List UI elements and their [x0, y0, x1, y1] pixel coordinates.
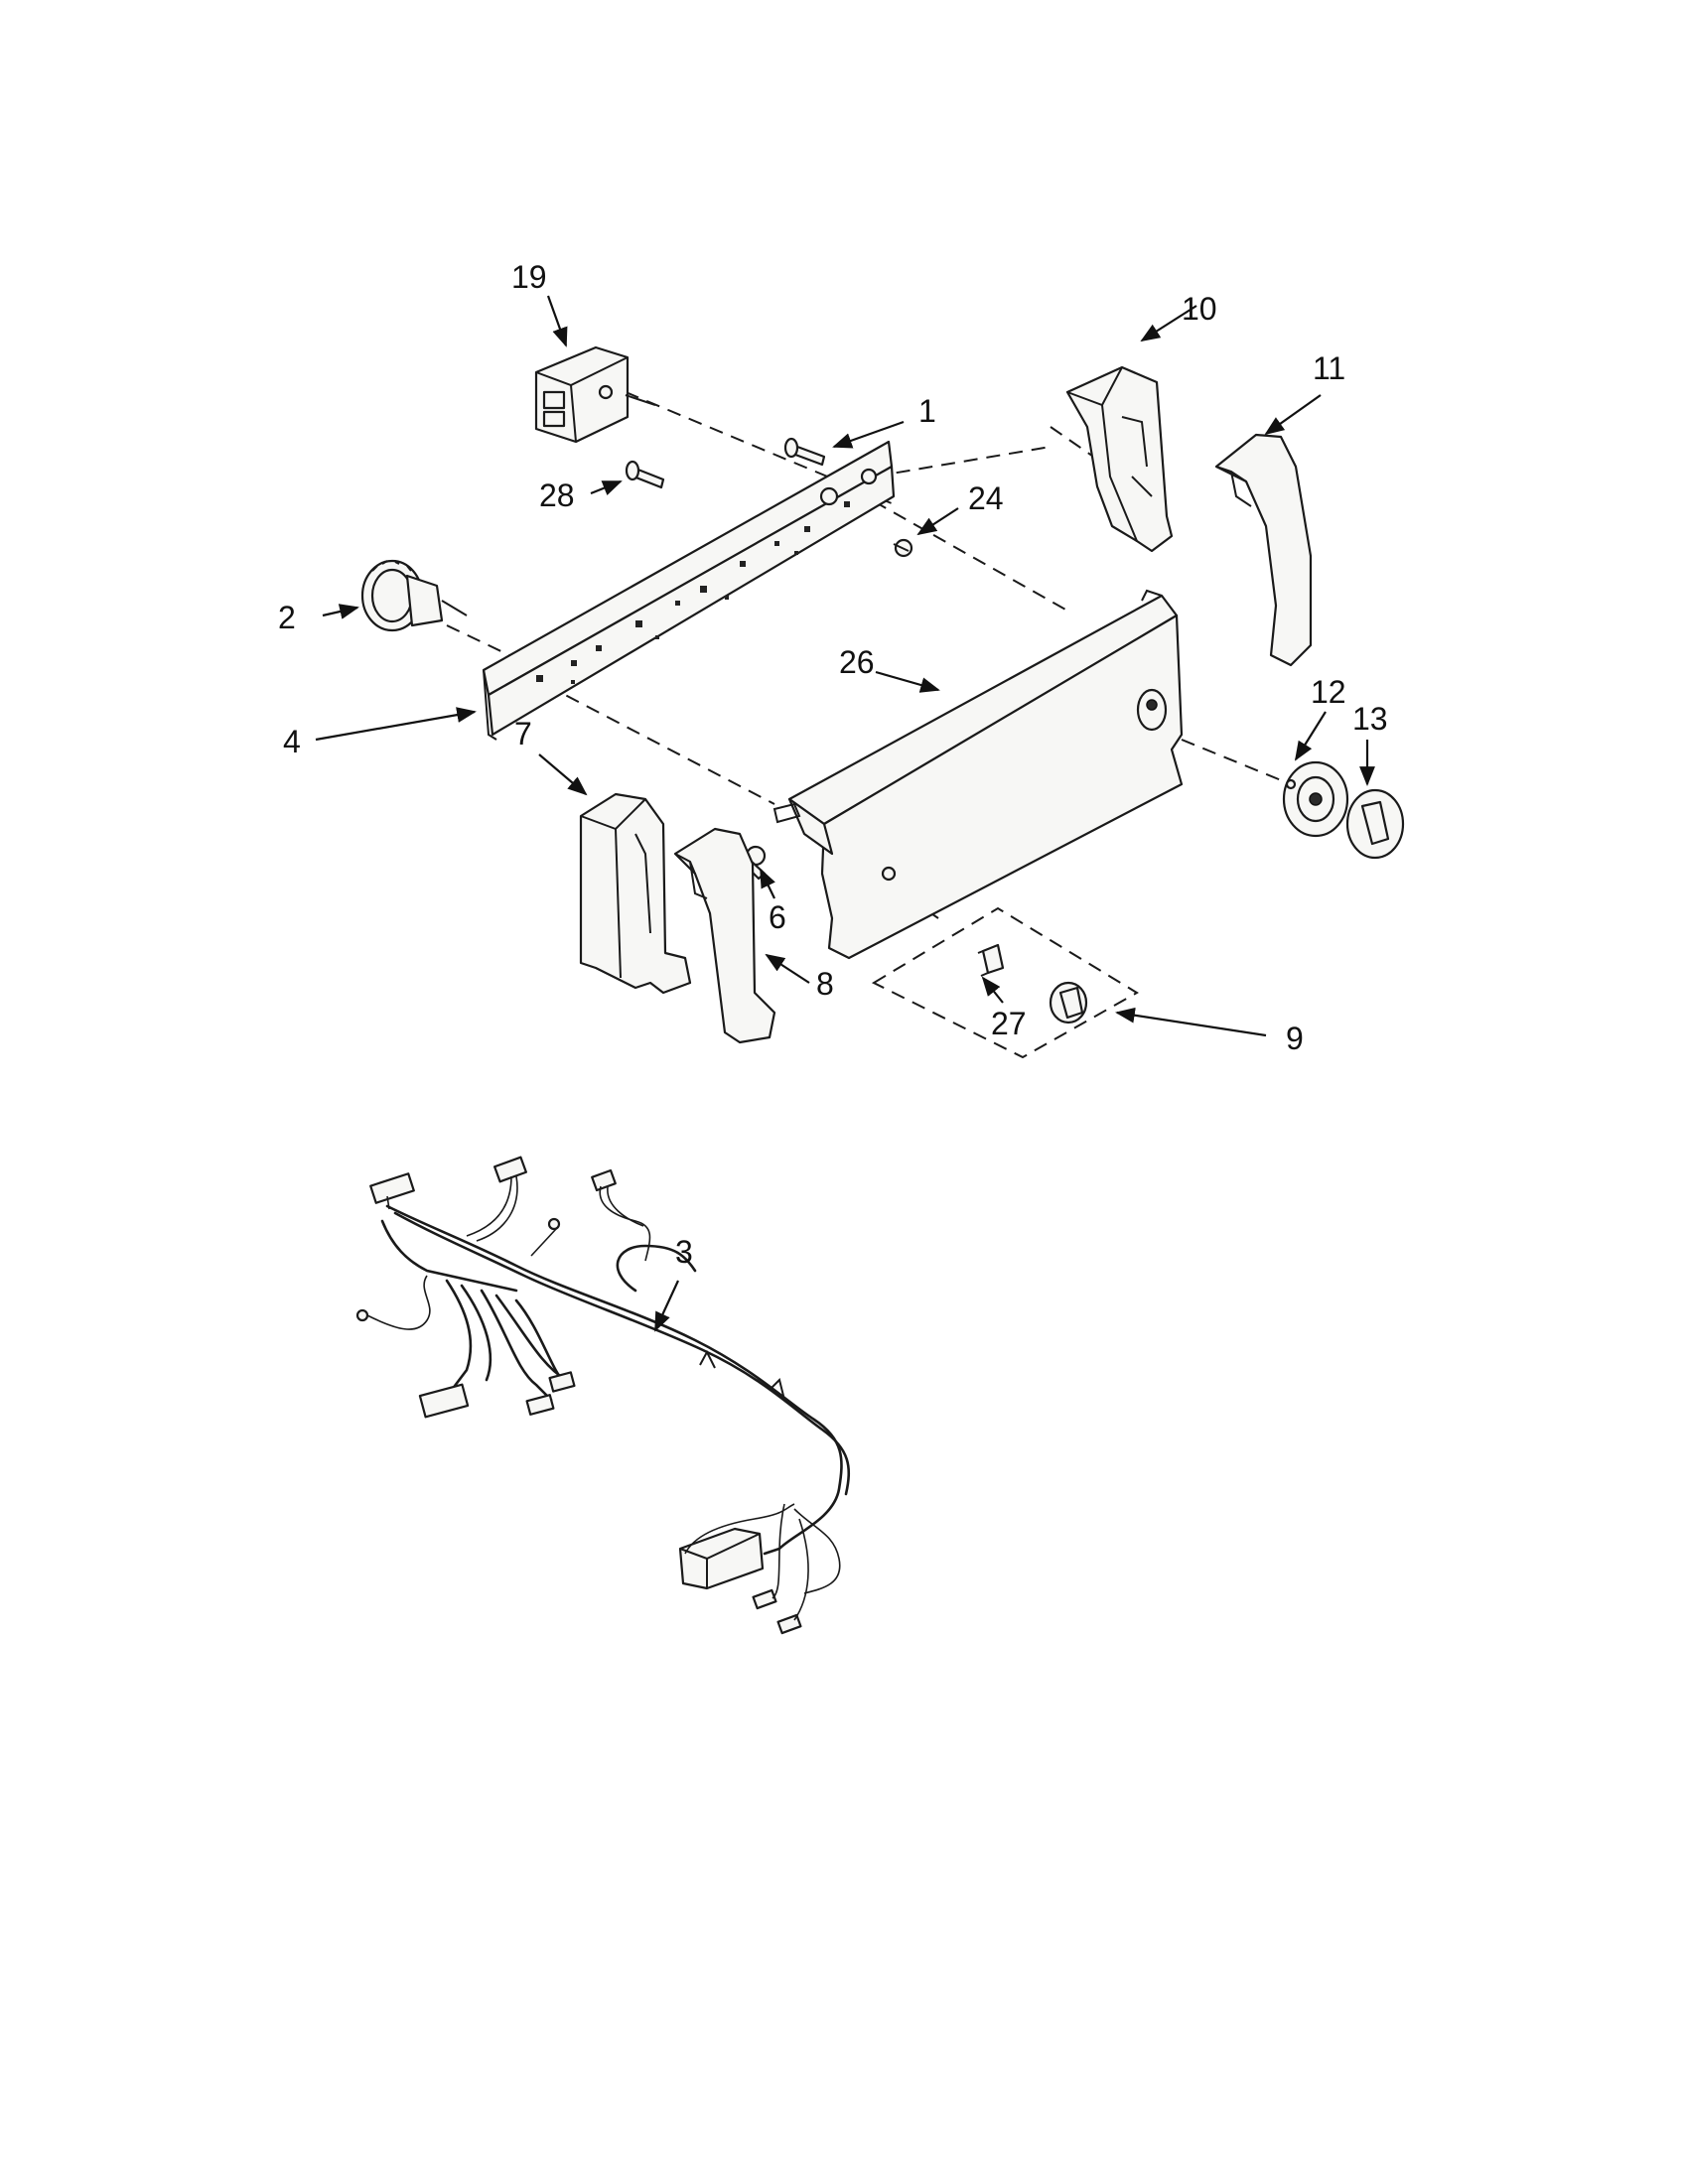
callout-9: 9	[1286, 1021, 1304, 1056]
callout-8: 8	[816, 966, 834, 1002]
part-28-screw	[625, 460, 665, 489]
part-7-end-cap-left	[579, 792, 692, 995]
part-4-console-bracket	[482, 440, 896, 741]
callout-10: 10	[1182, 291, 1217, 327]
callout-24: 24	[968, 480, 1004, 516]
callout-2: 2	[278, 600, 296, 635]
leader-lines	[315, 295, 1375, 1332]
part-24-screw	[893, 538, 913, 558]
part-26-console-panel	[772, 589, 1184, 960]
callout-13: 13	[1352, 701, 1388, 737]
callout-3: 3	[675, 1234, 693, 1270]
callout-27: 27	[991, 1006, 1027, 1041]
callout-1: 1	[918, 393, 936, 429]
part-11-trim-right	[1214, 433, 1313, 667]
part-8-trim-left	[673, 827, 776, 1044]
callout-labels: 19 1 28 24 10 11 2 26 12 13 4 7 6 8 27 9…	[278, 259, 1388, 1270]
callout-26: 26	[839, 644, 875, 680]
part-27-shaft	[977, 943, 1005, 977]
callout-12: 12	[1311, 674, 1346, 710]
part-13-knob	[1345, 788, 1405, 860]
callout-6: 6	[769, 899, 786, 935]
part-3-wire-harness	[355, 1156, 850, 1635]
part-12-knob-base	[1282, 760, 1349, 838]
part-19-switch	[534, 345, 656, 444]
callout-4: 4	[283, 724, 301, 759]
part-9-knob	[1049, 981, 1088, 1024]
callout-7: 7	[514, 716, 532, 751]
callout-11: 11	[1313, 350, 1345, 386]
callout-28: 28	[539, 478, 575, 513]
part-2-rotary-switch	[360, 559, 468, 632]
callout-19: 19	[511, 259, 547, 295]
assembly-lines	[446, 391, 1292, 1059]
part-1-screw	[783, 437, 826, 467]
part-10-end-cap-right	[1065, 365, 1174, 553]
